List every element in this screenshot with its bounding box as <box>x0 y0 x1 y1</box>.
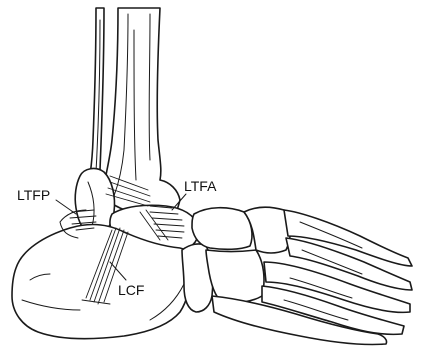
lcf-label: LCF <box>118 283 144 297</box>
ltfa-label: LTFA <box>184 179 216 193</box>
ltfp-label: LTFP <box>17 188 50 202</box>
ltfp-leader <box>56 200 76 214</box>
